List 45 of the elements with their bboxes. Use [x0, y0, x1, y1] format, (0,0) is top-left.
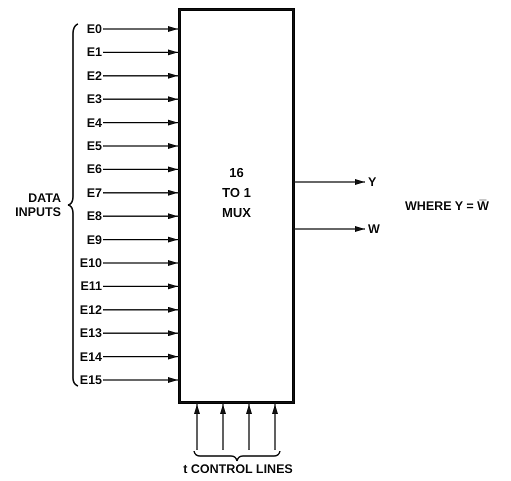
arrow — [103, 26, 178, 32]
arrow — [103, 166, 178, 172]
signal-label: E2 — [78, 68, 102, 83]
arrow — [103, 354, 178, 360]
signal-label: E5 — [78, 139, 102, 153]
arrow — [194, 404, 200, 450]
arrow — [103, 306, 178, 313]
signal-label: E15 — [78, 373, 102, 387]
arrow — [220, 404, 226, 450]
arrow — [103, 120, 178, 126]
signal-label: E11 — [78, 279, 102, 294]
arrow — [295, 226, 365, 232]
arrow — [103, 213, 178, 220]
arrow — [103, 377, 178, 383]
signal-label: E9 — [78, 232, 102, 247]
group-label: DATA INPUTS — [14, 191, 61, 219]
arrow — [103, 330, 178, 336]
equation-note: WHERE Y = W̅ — [405, 199, 490, 213]
arrow — [103, 236, 178, 243]
signal-label: E3 — [78, 92, 102, 106]
signal-label: E7 — [78, 186, 102, 200]
signal-label: E8 — [78, 209, 102, 224]
signal-label: E10 — [78, 256, 102, 270]
arrow — [246, 404, 252, 450]
arrow — [103, 283, 178, 290]
arrow — [272, 404, 278, 450]
arrow — [103, 96, 178, 102]
signal-label: W — [368, 222, 386, 236]
signal-label: E12 — [78, 302, 102, 317]
signal-label: E14 — [78, 350, 102, 364]
arrow — [103, 260, 178, 266]
signal-label: E0 — [78, 22, 102, 36]
signal-label: E13 — [78, 326, 102, 340]
multiplexer-box — [178, 8, 295, 404]
signal-label: E1 — [78, 45, 102, 60]
arrow — [103, 190, 178, 196]
arrow — [103, 143, 178, 149]
group-label: t CONTROL LINES — [182, 462, 294, 476]
signal-label: E6 — [78, 162, 102, 176]
multiplexer-label: 16 TO 1 MUX — [222, 164, 251, 222]
arrow — [103, 72, 178, 79]
arrow — [295, 179, 365, 185]
arrow — [103, 49, 178, 56]
signal-label: Y — [368, 175, 382, 189]
signal-label: E4 — [78, 116, 102, 130]
